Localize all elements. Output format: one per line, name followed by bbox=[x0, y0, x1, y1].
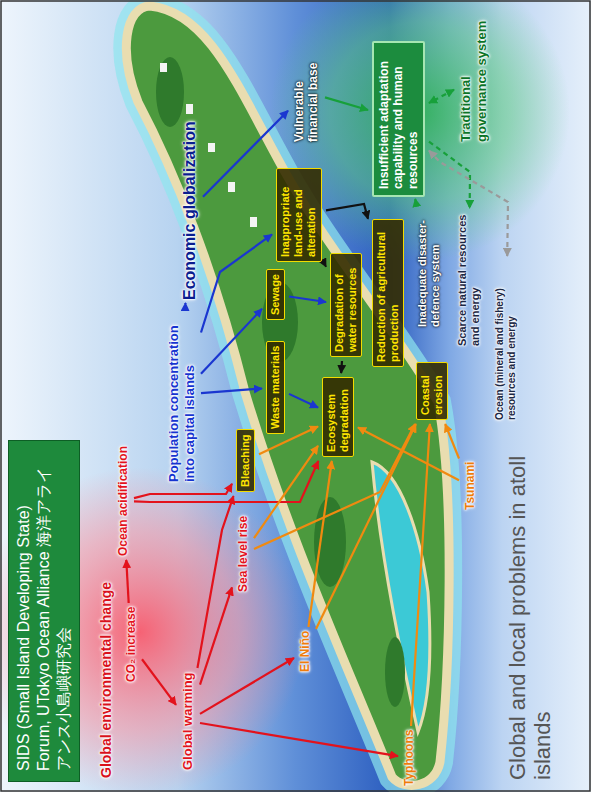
governance-label: Traditional governance system bbox=[458, 17, 489, 142]
driver-label: Ocean acidification bbox=[116, 446, 130, 556]
node-text: Traditional governance system bbox=[458, 17, 489, 142]
node-text: Sea level rise bbox=[236, 516, 250, 592]
cause-arrow bbox=[325, 97, 368, 110]
cause-arrow bbox=[340, 361, 343, 373]
node-text: Tsunami bbox=[463, 462, 477, 510]
zone-heading: Global environmental change bbox=[98, 430, 115, 778]
tree-cover bbox=[385, 637, 405, 707]
driver-label: Tsunami bbox=[463, 462, 477, 510]
cause-arrow bbox=[200, 587, 232, 684]
node-text: Inappropriate land-use and alteration bbox=[279, 173, 319, 257]
island-land bbox=[126, 6, 449, 785]
cause-arrow bbox=[134, 461, 318, 502]
house bbox=[228, 182, 235, 192]
socio-driver-label: Population concentration into capital is… bbox=[166, 307, 197, 482]
cause-arrow bbox=[142, 659, 176, 705]
house bbox=[208, 143, 215, 152]
node-text: Scarce natural resources and energy bbox=[456, 212, 482, 346]
node-text: Coastal erosion bbox=[419, 367, 445, 415]
cause-arrow bbox=[429, 90, 454, 103]
capacity-box: Insufficient adaptation capability and h… bbox=[372, 41, 425, 197]
cause-arrow bbox=[197, 496, 233, 668]
cause-arrow bbox=[411, 424, 430, 726]
cause-arrow bbox=[289, 394, 318, 408]
node-text: Vulnerable financial base bbox=[292, 42, 321, 142]
caption: Global and local problems in atoll islan… bbox=[505, 440, 556, 780]
cause-arrow bbox=[126, 560, 128, 603]
impact-box: Reduction of agricultural production bbox=[372, 219, 404, 367]
cause-arrow bbox=[325, 265, 328, 268]
impact-box: Waste materials bbox=[266, 341, 285, 434]
node-text: Reduction of agricultural production bbox=[375, 224, 401, 362]
cause-arrow bbox=[429, 142, 470, 208]
title-banner: SIDS (Small Island Developing State) For… bbox=[8, 440, 80, 782]
impact-box: Ecosystem degradation bbox=[322, 377, 354, 457]
node-text: Inadequate disaster-defence system bbox=[416, 203, 442, 327]
driver-label: Global warming bbox=[180, 672, 196, 770]
node-text: Ocean (mineral and fishery) resources an… bbox=[494, 260, 518, 420]
reef-flat bbox=[126, 6, 449, 785]
cause-arrow bbox=[414, 199, 417, 201]
node-text: Ocean acidification bbox=[116, 446, 130, 556]
node-text: Degradation of water resources bbox=[333, 258, 359, 352]
weakness-label: Vulnerable financial base bbox=[292, 42, 321, 142]
cause-arrow bbox=[134, 484, 232, 498]
driver-label: CO₂ increase bbox=[124, 607, 138, 682]
driver-label: Typhoons bbox=[402, 730, 416, 786]
house bbox=[250, 217, 257, 227]
lagoon bbox=[372, 462, 430, 732]
cause-arrow bbox=[201, 309, 262, 374]
cause-arrow bbox=[445, 424, 459, 459]
node-text: El Niño bbox=[298, 631, 312, 672]
driver-label: El Niño bbox=[298, 631, 312, 672]
node-text: Waste materials bbox=[269, 346, 282, 429]
impact-box: Inappropriate land-use and alteration bbox=[276, 168, 322, 262]
cause-arrow bbox=[201, 389, 262, 394]
node-text: Insufficient adaptation capability and h… bbox=[377, 49, 420, 189]
node-text: Ecosystem degradation bbox=[325, 382, 351, 452]
weakness-label: Inadequate disaster-defence system bbox=[416, 203, 442, 327]
house bbox=[186, 104, 193, 114]
resource-label: Scarce natural resources and energy bbox=[456, 212, 482, 346]
node-text: Economic globalization bbox=[180, 121, 199, 300]
cause-arrow bbox=[326, 204, 368, 219]
node-text: Typhoons bbox=[402, 730, 416, 786]
cause-arrow bbox=[200, 723, 398, 756]
cause-arrow bbox=[200, 658, 294, 714]
impact-box: Bleaching bbox=[236, 429, 255, 492]
cause-arrow bbox=[289, 297, 326, 303]
node-text: Sewage bbox=[269, 274, 282, 315]
resource-label: Ocean (mineral and fishery) resources an… bbox=[494, 260, 518, 420]
impact-box: Degradation of water resources bbox=[330, 253, 362, 357]
cause-arrow bbox=[358, 427, 459, 480]
socio-driver-label: Economic globalization bbox=[180, 121, 199, 300]
node-text: CO₂ increase bbox=[124, 607, 138, 682]
cause-arrow bbox=[184, 303, 186, 304]
impact-box: Coastal erosion bbox=[416, 362, 448, 420]
impact-box: Sewage bbox=[266, 269, 285, 320]
house bbox=[160, 63, 167, 72]
driver-label: Sea level rise bbox=[236, 516, 250, 592]
node-text: Population concentration into capital is… bbox=[166, 307, 197, 482]
node-text: Global warming bbox=[180, 672, 196, 770]
cause-arrow bbox=[201, 234, 272, 332]
node-text: Bleaching bbox=[239, 434, 252, 487]
cause-arrow bbox=[429, 151, 508, 256]
tree-cover bbox=[156, 57, 184, 127]
